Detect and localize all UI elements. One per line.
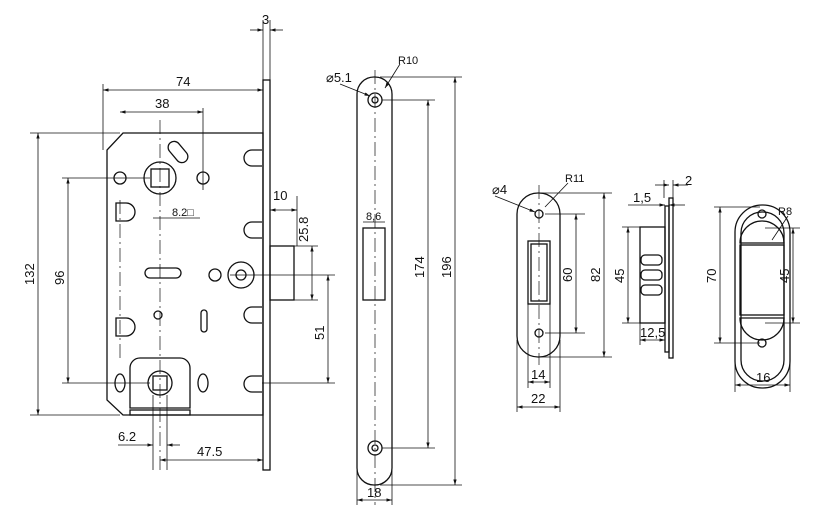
dim-side-height: 45 (612, 269, 627, 283)
dim-strike-hole: ⌀4 (492, 182, 507, 197)
dim-latch-height: 25.8 (296, 217, 311, 242)
dim-slot-width: 8,6 (366, 211, 381, 223)
dim-side-thickness: 2 (685, 173, 692, 188)
faceplate-view: ⌀5.1 R10 8,6 174 196 18 (326, 55, 462, 505)
strike-plate-outline (516, 192, 561, 358)
latch-bolt (269, 245, 295, 301)
dim-lower-offset: 6.2 (118, 429, 136, 444)
dim-lower-backset: 47.5 (197, 444, 222, 459)
dim-strike-radius: R11 (565, 173, 584, 185)
lock-body-view: 3 74 38 8.2□ 132 96 10 25.8 51 6.2 47.5 (22, 12, 335, 471)
magnet-strike-outline (734, 204, 791, 389)
strike-side-view: 2 1,5 45 12,5 (612, 173, 692, 359)
dim-spindle-square: 8.2□ (172, 207, 194, 219)
strike-plate-view: ⌀4 R11 60 82 14 22 (492, 173, 612, 412)
dim-faceplate-width: 18 (367, 485, 381, 500)
dim-magnet-hole-spacing: 70 (704, 269, 719, 283)
dim-strike-width: 22 (531, 391, 545, 406)
dim-body-height: 132 (22, 263, 37, 285)
dim-hole-spacing: 174 (412, 256, 427, 278)
dim-faceplate-radius: R10 (398, 55, 418, 67)
lower-spindle-plate (129, 357, 191, 409)
dim-strike-length: 82 (588, 268, 603, 282)
dim-side-plate: 1,5 (633, 190, 651, 205)
dim-latch-projection: 10 (273, 188, 287, 203)
dim-strike-hole-spacing: 60 (560, 268, 575, 282)
dim-backset: 74 (176, 74, 190, 89)
magnet-strike-view: R8 70 45 16 (704, 204, 800, 392)
dim-fixing-spacing: 96 (52, 271, 67, 285)
faceplate-screw-lugs (243, 149, 262, 393)
dim-magnet-width: 16 (756, 370, 770, 385)
dim-side-depth: 12,5 (640, 325, 665, 340)
latch-slot (362, 227, 386, 301)
dim-faceplate-hole: ⌀5.1 (326, 70, 352, 85)
dim-faceplate-length: 196 (439, 256, 454, 278)
dim-handle-offset: 38 (155, 96, 169, 111)
dim-strike-slot: 14 (531, 367, 545, 382)
dim-magnet-radius: R8 (778, 206, 792, 218)
dim-latch-to-spindle: 51 (312, 326, 327, 340)
faceplate-outline (356, 76, 393, 486)
dim-faceplate-thickness: 3 (262, 12, 269, 27)
dim-magnet-height: 45 (777, 269, 792, 283)
